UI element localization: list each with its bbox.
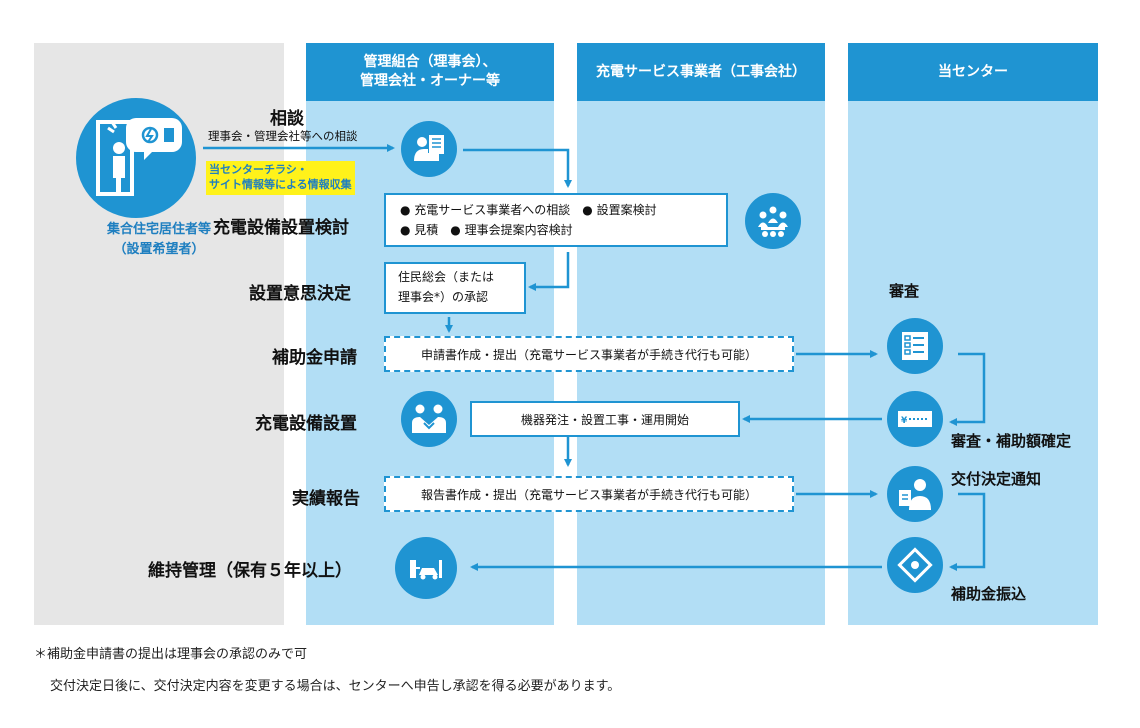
handshake-icon <box>401 391 457 447</box>
center-column <box>848 43 1098 625</box>
review-items-1: ● 充電サービス事業者への相談 ● 設置案検討 <box>400 202 657 217</box>
review-box: ● 充電サービス事業者への相談 ● 設置案検討 ● 見積 ● 理事会提案内容検討 <box>384 193 728 247</box>
center-header: 当センター <box>848 43 1098 101</box>
report-box: 報告書作成・提出（充電サービス事業者が手続き代行も可能） <box>384 476 794 512</box>
footnote-2: 交付決定日後に、交付決定内容を変更する場合は、センターへ申告し承認を得る必要があ… <box>50 679 621 694</box>
decision-label: 設置意思決定 <box>249 284 351 304</box>
decision-box-line1: 住民総会（または <box>398 270 495 285</box>
decision-box: 住民総会（または 理事会*）の承認 <box>384 262 526 314</box>
provider-header: 充電サービス事業者（工事会社） <box>577 43 825 101</box>
consult-sublabel: 理事会・管理会社等への相談 <box>208 129 358 143</box>
resident-label: 集合住宅居住者等 （設置希望者） <box>34 220 284 259</box>
apply-box: 申請書作成・提出（充電サービス事業者が手続き代行も可能） <box>384 336 794 372</box>
payment-center-label: 補助金振込 <box>951 585 1027 603</box>
notice-center-label: 交付決定通知 <box>951 470 1042 488</box>
info-note: 当センターチラシ・ サイト情報等による情報収集 <box>206 161 355 195</box>
money-icon: ¥ <box>887 391 943 447</box>
apply-label: 補助金申請 <box>272 348 357 368</box>
confirm-center-label: 審査・補助額確定 <box>951 432 1072 450</box>
footnote-1: ＊補助金申請書の提出は理事会の承認のみで可 <box>34 647 308 662</box>
resident-title: 集合住宅居住者等 <box>106 222 211 237</box>
meeting-icon <box>745 193 801 249</box>
ev-charging-icon <box>395 537 457 599</box>
install-box: 機器発注・設置工事・運用開始 <box>470 401 740 437</box>
install-label: 充電設備設置 <box>255 414 357 434</box>
report-label: 実績報告 <box>292 489 360 509</box>
resident-subtitle: （設置希望者） <box>113 241 205 257</box>
notice-icon <box>887 466 943 522</box>
maintain-label: 維持管理（保有５年以上） <box>148 561 352 581</box>
review-center-label: 審査 <box>889 282 920 300</box>
svg-text:¥: ¥ <box>901 416 908 426</box>
consultation-icon <box>401 121 457 177</box>
provider-column <box>577 43 825 625</box>
decision-box-line2: 理事会*）の承認 <box>398 290 489 304</box>
resident-icon <box>76 98 196 218</box>
review-label: 充電設備設置検討 <box>213 218 349 238</box>
consult-label: 相談 <box>270 109 304 129</box>
checklist-icon <box>887 318 943 374</box>
review-items-2: ● 見積 ● 理事会提案内容検討 <box>400 223 573 237</box>
management-header: 管理組合（理事会）、 管理会社・オーナー等 <box>306 43 554 101</box>
payment-icon <box>887 537 943 593</box>
